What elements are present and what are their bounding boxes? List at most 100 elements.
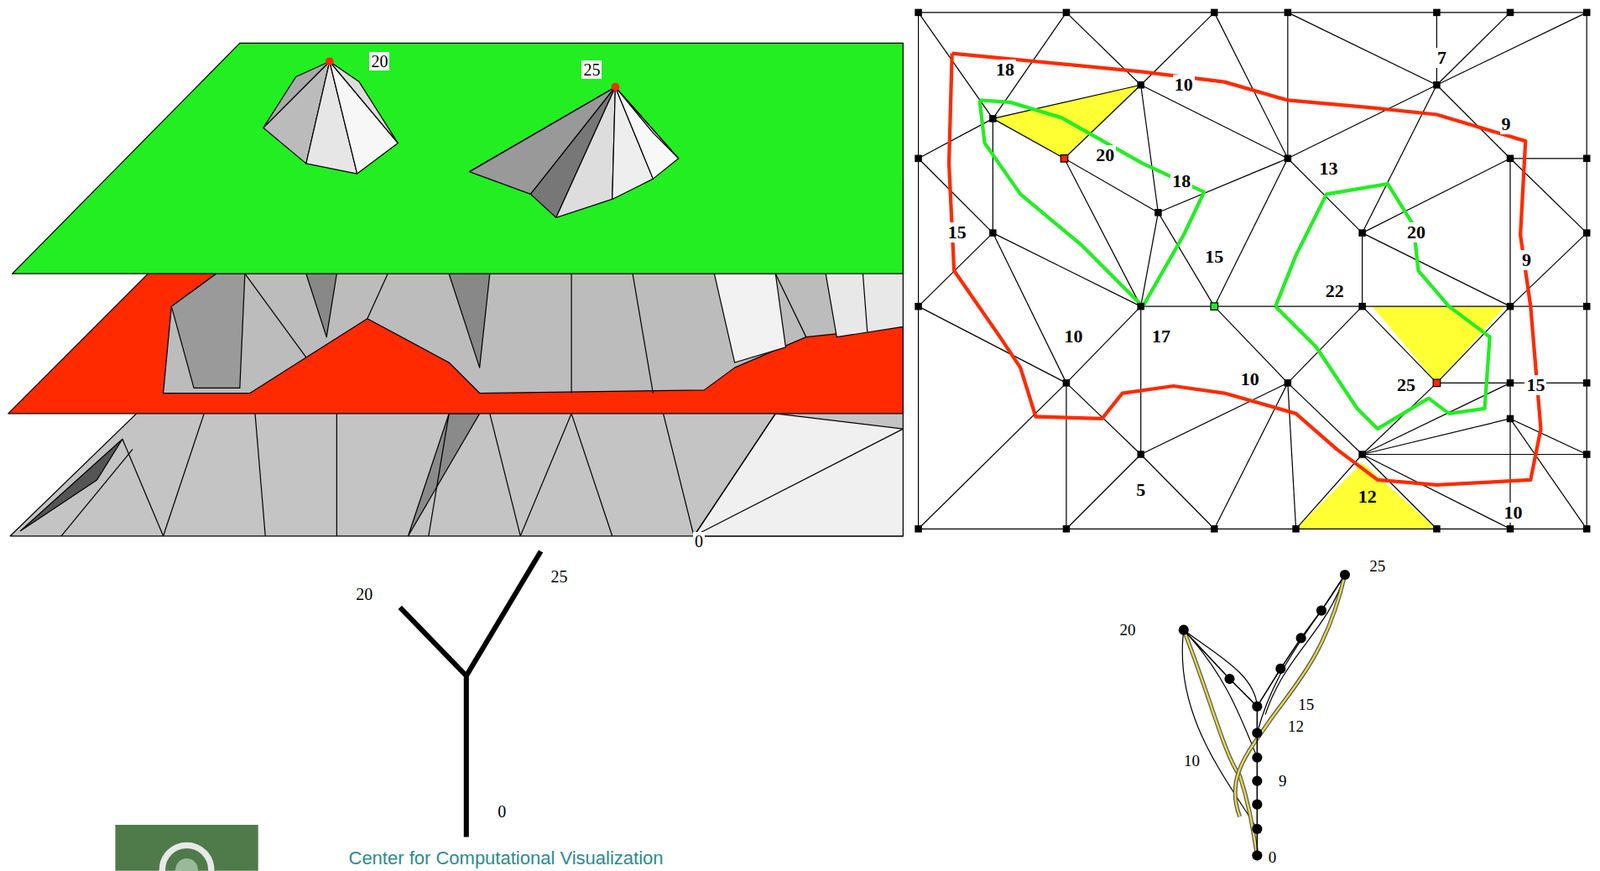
mesh-edge (1361, 233, 1363, 308)
mesh-edge (1214, 11, 1288, 13)
mesh-edge (992, 233, 1067, 384)
terrain-face (714, 273, 786, 363)
tree-label: 15 (1296, 695, 1316, 714)
mesh-vertex (1136, 450, 1145, 459)
tree-label: 12 (1286, 717, 1306, 735)
mesh-edge (1287, 84, 1438, 159)
mesh-edge (992, 233, 1141, 308)
mesh-edge (918, 12, 994, 119)
mesh-edge (1214, 12, 1288, 159)
logo (114, 824, 258, 871)
vertex-value: 25 (1395, 375, 1418, 396)
mesh-vertex (1210, 9, 1219, 17)
mesh-edge (1509, 382, 1511, 419)
mesh-vertex (1063, 379, 1071, 387)
mesh-edge (1510, 11, 1587, 13)
mesh-vertex (1506, 302, 1515, 311)
terrain-face (20, 438, 123, 531)
vertex-value: 15 (1524, 375, 1547, 396)
mesh-edge (1436, 12, 1587, 85)
mesh-edge (1063, 158, 1141, 307)
terrain-edges (61, 413, 903, 537)
triangle-mesh (914, 9, 1590, 533)
terrain-face (693, 413, 903, 537)
footer-text: Center for Computational Visualization (347, 848, 666, 869)
mesh-edge (1436, 528, 1511, 530)
mesh-vertex (1583, 450, 1591, 459)
mesh-edge (1141, 84, 1159, 213)
tree-label: 20 (1117, 620, 1137, 639)
peak-marker (325, 57, 334, 66)
mesh-edge (1436, 382, 1511, 384)
mesh-edge (1510, 382, 1587, 384)
vertex-value: 18 (994, 59, 1017, 80)
mesh-edge (1586, 306, 1588, 383)
terrain-3d (8, 42, 904, 536)
mesh-vertex (1063, 525, 1071, 533)
tree-label: 25 (1367, 557, 1387, 575)
mesh-edge (1362, 453, 1511, 529)
mesh-edge (917, 306, 919, 529)
contour-green (1275, 183, 1490, 429)
mesh-vertex (1136, 81, 1145, 89)
mesh-vertex (1506, 415, 1515, 423)
mesh-vertex (1292, 525, 1300, 533)
tree-label: 25 (548, 567, 569, 586)
mesh-edge (1066, 11, 1215, 13)
mesh-edge (1214, 382, 1288, 529)
mesh-edge (918, 11, 1067, 13)
mesh-edge (1510, 418, 1587, 455)
mesh-vertex (1154, 208, 1163, 217)
mesh-vertex (914, 302, 923, 311)
mesh-vertex (1284, 155, 1293, 163)
terrain-face (171, 273, 245, 388)
mesh-edge (1586, 382, 1588, 454)
augmented-contour-tree (1178, 569, 1350, 861)
mesh-vertex (1358, 302, 1366, 311)
vertex-value: 10 (1502, 502, 1525, 523)
vertex-value: 9 (1500, 114, 1513, 135)
mesh-edge (1287, 12, 1288, 159)
right-peak (469, 87, 678, 219)
height-label: 0 (693, 531, 705, 551)
mesh-vertex (1063, 9, 1071, 17)
mesh-vertex (1284, 379, 1293, 387)
mesh-vertex (1506, 155, 1515, 163)
vertex-value: 18 (1170, 171, 1193, 192)
mesh-edge (918, 306, 1067, 383)
mesh-edge (1214, 306, 1362, 308)
mesh-edge (1214, 158, 1288, 307)
mesh-vertex (1583, 525, 1591, 533)
vertex-value: 7 (1435, 47, 1449, 68)
mesh-edge (1141, 382, 1288, 454)
mesh-edge (1066, 528, 1215, 530)
tree-label: 9 (1276, 771, 1289, 790)
mesh-vertex (1583, 9, 1591, 17)
left-peak (263, 61, 399, 174)
mesh-vertex (1583, 302, 1591, 311)
mesh-vertex (914, 525, 923, 533)
mesh-vertex (1506, 525, 1515, 533)
vertex-value: 10 (1172, 74, 1195, 95)
vertex-value: 15 (946, 222, 969, 243)
height-label: 25 (581, 60, 602, 79)
peak-marker (611, 83, 621, 92)
vertex-value: 13 (1317, 158, 1340, 179)
mesh-vertex (1433, 9, 1441, 17)
mesh-edge (1362, 382, 1511, 454)
mesh-edge (1287, 382, 1363, 454)
mesh-edge (1362, 306, 1511, 308)
mesh-edge (1586, 158, 1588, 234)
tree-label: 0 (495, 802, 508, 821)
vertex-value: 20 (1094, 145, 1116, 166)
mesh-edge (1287, 382, 1297, 529)
mesh-edge (1214, 528, 1296, 530)
mesh-edge (1436, 11, 1511, 13)
mesh-edge (918, 528, 1067, 530)
mesh-edge (1510, 528, 1587, 530)
mesh-vertex (1506, 379, 1515, 387)
mesh-edge (1586, 12, 1588, 159)
vertex-value: 10 (1062, 326, 1085, 347)
mesh-edge (1436, 306, 1511, 383)
